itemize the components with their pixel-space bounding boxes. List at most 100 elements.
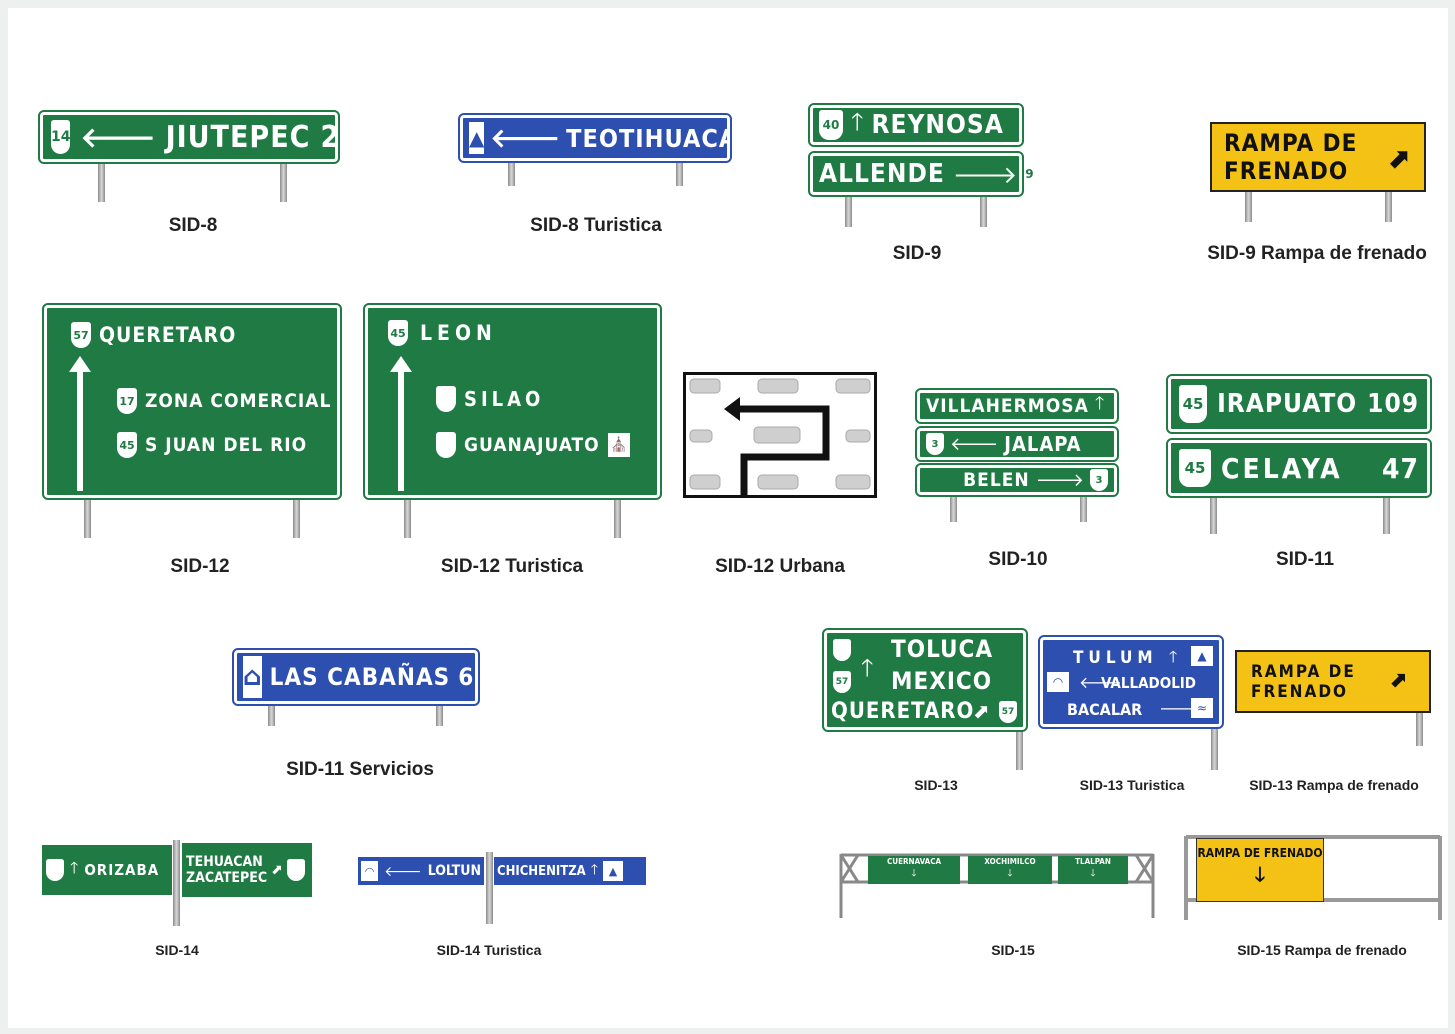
sign-post	[950, 494, 957, 522]
sign-sid-15-panel3: TLALPAN 🡓	[1058, 856, 1128, 884]
destination-label: TULUM	[1073, 648, 1158, 668]
caption-sid-10: SID-10	[988, 549, 1048, 570]
cabin-icon: ⌂	[243, 656, 262, 698]
destination-label: TLALPAN	[1075, 857, 1111, 866]
arrow-up-icon	[69, 356, 91, 372]
destination-label: TOLUCA	[891, 635, 994, 663]
sign-sid-9-top: 40 🡑 REYNOSA	[808, 103, 1024, 147]
arrow-stem	[77, 363, 83, 491]
route-shield-icon: 45	[1179, 385, 1208, 423]
sign-post	[1385, 190, 1392, 222]
destination-stack: TEHUACAN ZACATEPEC	[186, 854, 267, 886]
caption-sid-14-turistica: SID-14 Turistica	[436, 942, 542, 958]
destination-label: LEON	[420, 321, 497, 345]
sign-sid-12-urbana	[683, 372, 877, 498]
destination-label: JALAPA	[1004, 432, 1082, 456]
caption-sid-11: SID-11	[1275, 549, 1335, 570]
sign-sid-14-turistica-right: CHICHENITZA 🡑 ▲	[494, 857, 646, 885]
route-shield-icon: 45	[117, 432, 137, 458]
arrow-left-icon: 🡐	[80, 121, 156, 154]
destination-label: VILLAHERMOSA	[926, 395, 1089, 417]
route-shield-icon	[46, 859, 64, 881]
caption-sid-9-rampa: SID-9 Rampa de frenado	[1207, 243, 1427, 264]
route-shield-icon: 45	[388, 320, 408, 346]
destination-label: BELEN	[963, 469, 1030, 491]
route-shield-icon	[833, 639, 851, 661]
sign-post	[1016, 730, 1023, 770]
pyramid-icon: ▲	[469, 122, 485, 154]
sign-sid-15-panel2: XOCHIMILCO 🡓	[968, 856, 1052, 884]
sign-sid-13-rampa: RAMPA DE FRENADO ⬈	[1235, 650, 1431, 713]
lagoon-icon: ≈	[1191, 698, 1213, 718]
sign-sid-15-panel1: CUERNAVACA 🡓	[868, 856, 960, 884]
sign-sid-9-rampa: RAMPA DE FRENADO ⬈	[1210, 122, 1426, 192]
destination-label: CUERNAVACA	[886, 857, 942, 866]
maze-route-icon	[689, 378, 871, 495]
sign-sid-11-servicios: ⌂ LAS CABAÑAS 6	[232, 648, 480, 706]
destination-label: BACALAR	[1067, 700, 1143, 719]
arrow-left-icon: 🡐	[950, 433, 999, 455]
sign-sid-15-rampa: RAMPA DE FRENADO 🡓	[1196, 838, 1324, 902]
distance-label: 2	[320, 119, 341, 155]
destination-label: QUERETARO	[99, 323, 237, 347]
destination-label: SILAO	[464, 387, 545, 411]
sign-sid-10-row3: BELEN 🡒 3	[915, 463, 1119, 497]
caption-sid-8: SID-8	[168, 215, 218, 236]
destination-label: JIUTEPEC	[165, 119, 311, 155]
caption-sid-12: SID-12	[170, 556, 230, 577]
destination-label: CHICHENITZA	[497, 863, 586, 879]
sign-post	[98, 160, 105, 202]
arrow-down-icon: 🡓	[1007, 868, 1013, 879]
sign-post	[436, 704, 443, 726]
sign-sid-13-turistica: TULUM 🡑 ▲ ◠ 🡐 VALLADOLID BACALAR 🡒 ≈	[1038, 635, 1224, 729]
sign-sid-12: 57 QUERETARO 17 ZONA COMERCIAL 45 S JUAN…	[42, 303, 342, 500]
caption-sid-15: SID-15	[991, 942, 1035, 958]
sign-sid-11-row2: 45 CELAYA 47	[1166, 438, 1432, 498]
pyramid-icon: ▲	[603, 861, 624, 881]
arrow-stem	[398, 363, 404, 491]
sign-post	[980, 195, 987, 227]
sign-line: RAMPA DE	[1224, 129, 1358, 157]
sign-line: FRENADO	[1224, 157, 1349, 185]
arrow-up-icon: 🡑	[861, 654, 874, 682]
arrow-up-icon: 🡑	[1169, 647, 1178, 666]
sign-sid-8-turistica: ▲ 🡐 TEOTIHUACAN	[458, 113, 756, 163]
arrow-up-icon: 🡑	[1094, 393, 1105, 414]
arrow-left-icon: 🡐	[490, 123, 561, 154]
sign-sid-10-row2: 3 🡐 JALAPA	[915, 426, 1119, 462]
sign-post	[508, 158, 515, 186]
distance-label: 109	[1367, 389, 1419, 419]
destination-label: VALLADOLID	[1101, 674, 1197, 692]
sign-line: RAMPA DE	[1251, 661, 1356, 682]
route-shield-icon: 57	[71, 322, 91, 348]
destination-label: REYNOSA	[871, 110, 1004, 140]
sign-line: FRENADO	[1251, 681, 1349, 702]
route-shield-icon: 40	[819, 110, 843, 140]
sign-post	[268, 704, 275, 726]
destination-label: TEOTIHUACAN	[566, 123, 758, 153]
arrow-up-icon: 🡑	[70, 857, 79, 877]
distance-label: 6	[458, 663, 475, 691]
sign-post	[676, 158, 683, 186]
arrow-left-icon: 🡐	[384, 863, 422, 880]
destination-label: LOLTUN	[427, 863, 481, 879]
sign-sid-12-turistica: 45 LEON SILAO GUANAJUATO ⛪	[363, 303, 662, 500]
destination-label: XOCHIMILCO	[984, 857, 1036, 866]
destination-label: ZACATEPEC	[186, 870, 268, 886]
caption-sid-12-turistica: SID-12 Turistica	[440, 556, 584, 577]
route-shield-icon: 3	[1090, 469, 1108, 491]
destination-label: CELAYA	[1221, 451, 1343, 485]
church-icon: ⛪	[607, 433, 630, 457]
caption-sid-8-turistica: SID-8 Turistica	[530, 215, 662, 236]
sign-sid-9-bottom: ALLENDE 🡒 9	[808, 151, 1034, 197]
sign-sid-14-right: TEHUACAN ZACATEPEC ⬈	[182, 843, 312, 897]
arrow-up-right-icon: ⬈	[973, 699, 990, 723]
route-shield-icon: 45	[1179, 449, 1211, 487]
caption-sid-13-rampa: SID-13 Rampa de frenado	[1249, 777, 1419, 793]
distance-label: 47	[1381, 451, 1419, 485]
arrow-up-right-icon: ⬈	[271, 862, 283, 878]
route-shield-icon	[436, 386, 456, 412]
arrow-down-icon: 🡓	[1254, 862, 1266, 886]
destination-label: ALLENDE	[819, 159, 945, 189]
destination-label: MEXICO	[891, 667, 993, 695]
